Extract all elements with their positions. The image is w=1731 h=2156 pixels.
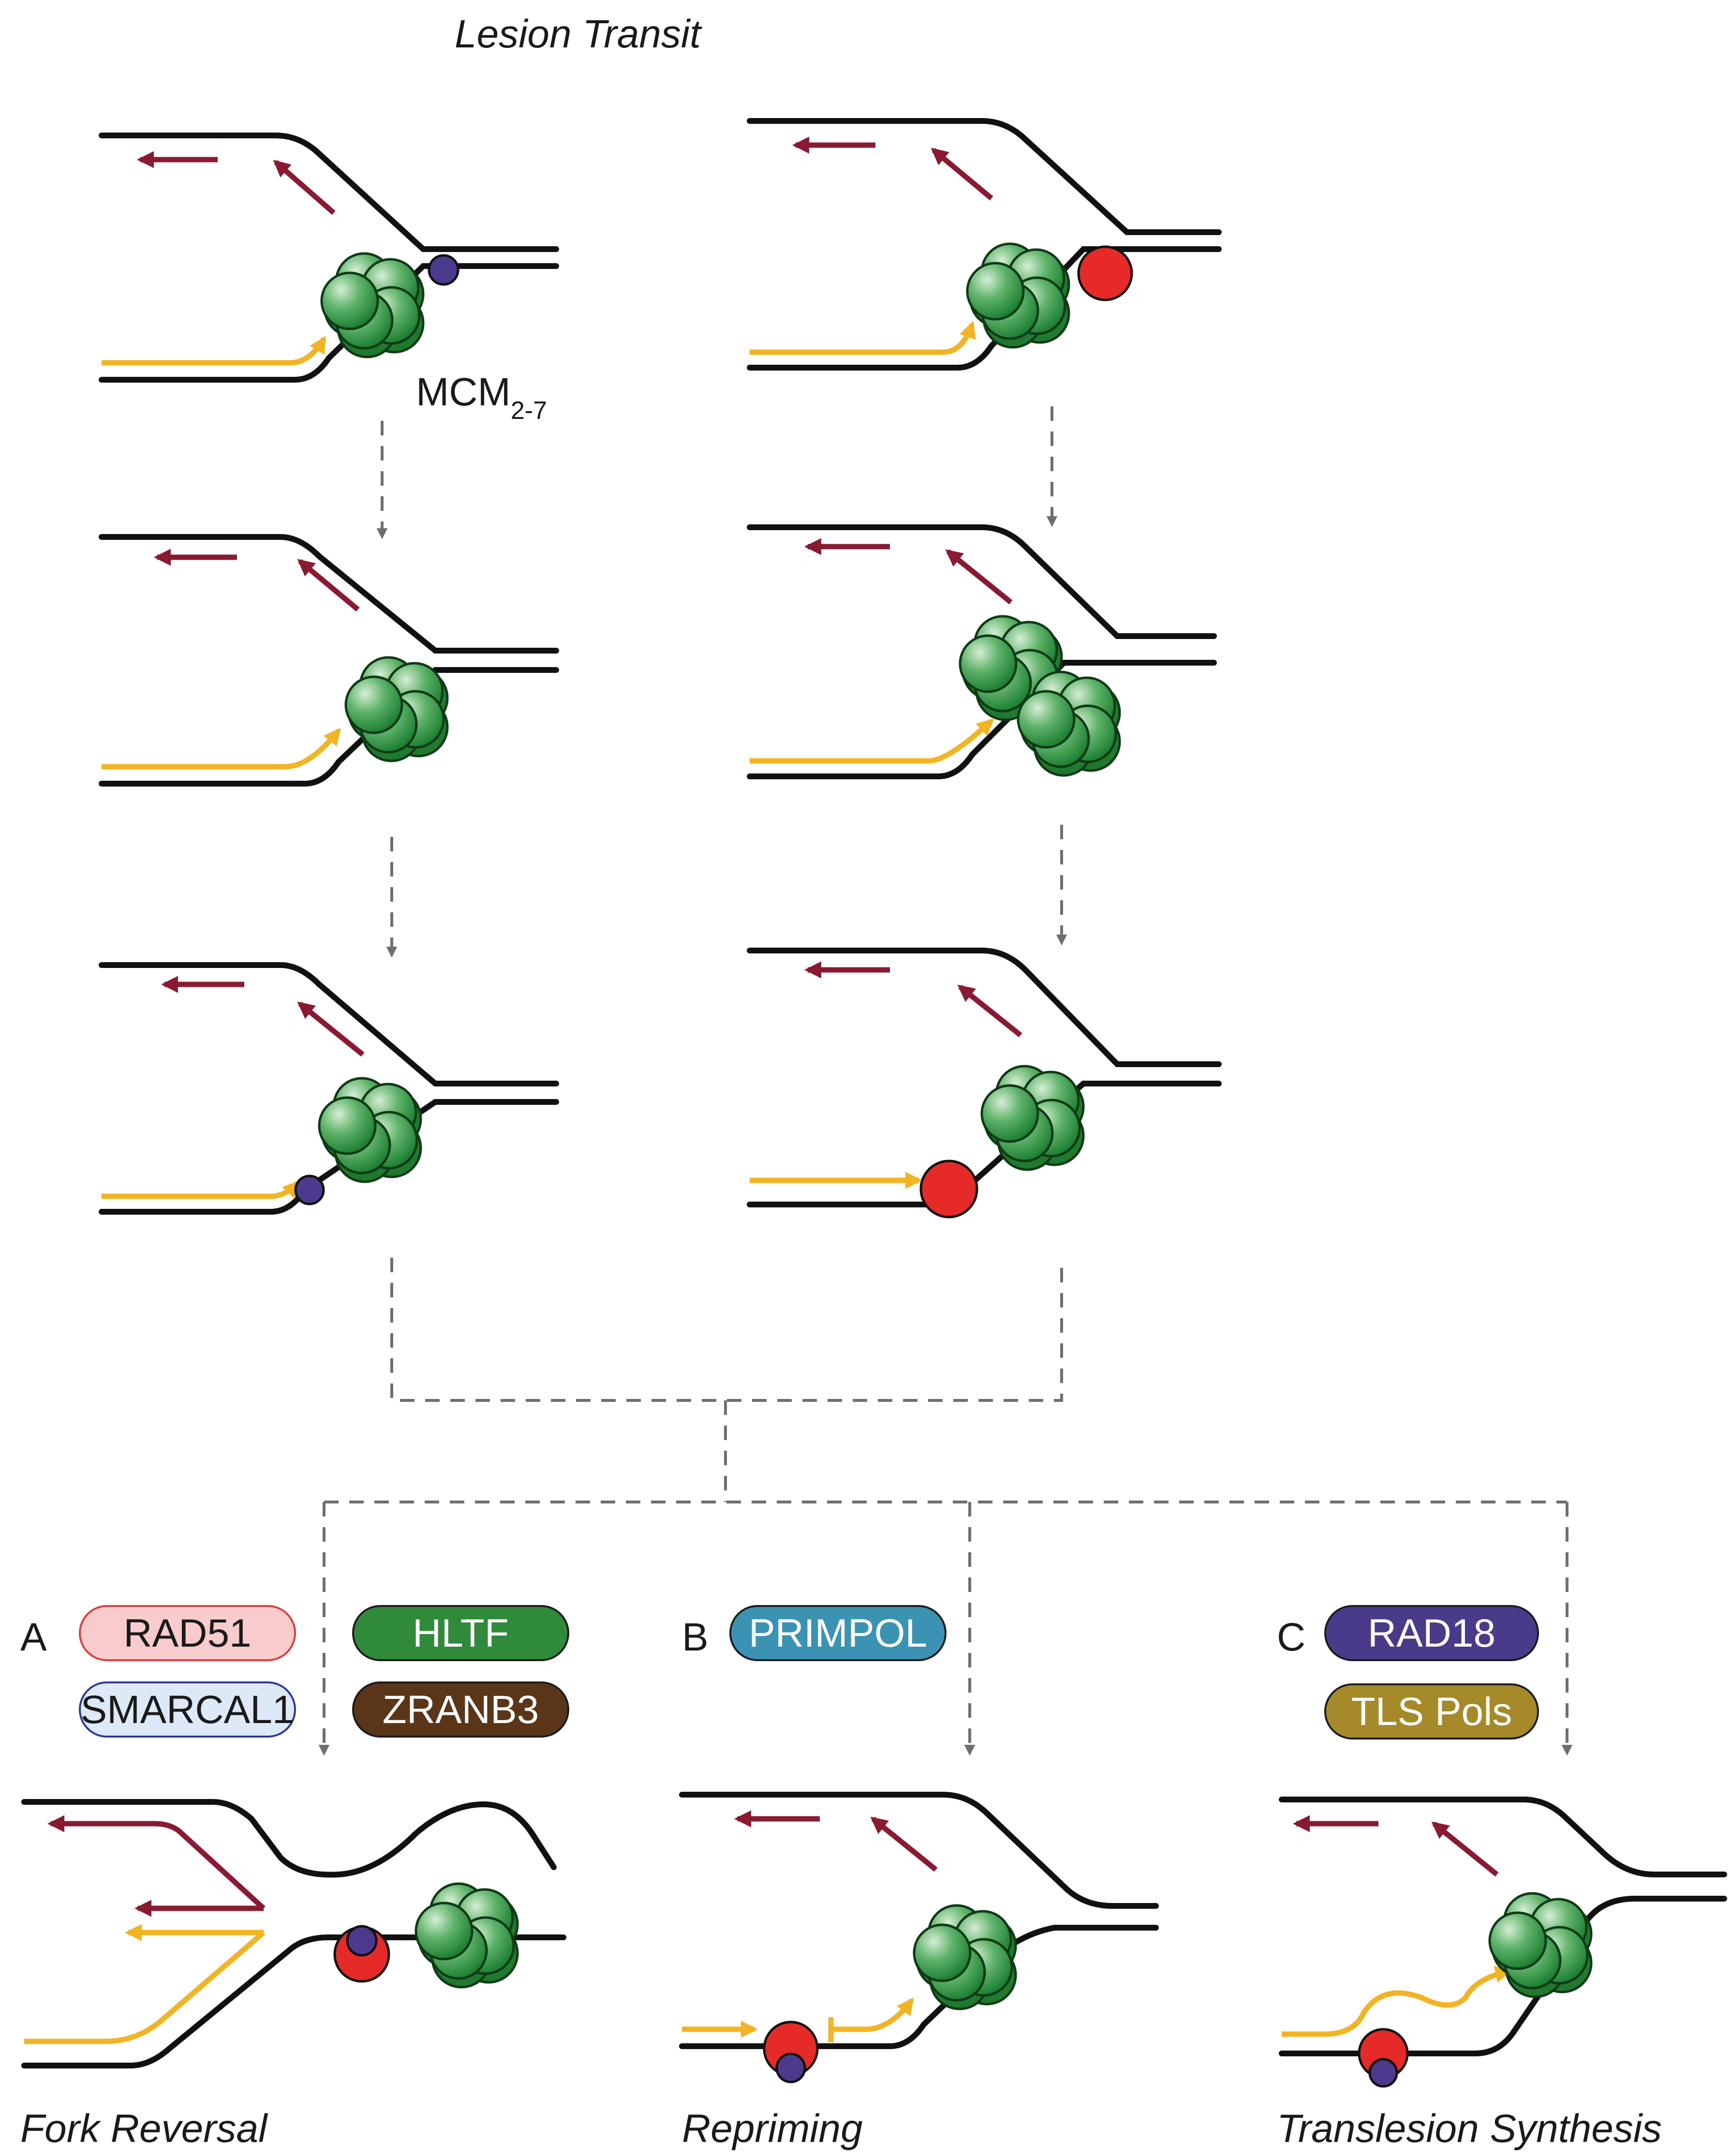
pill-rad18: RAD18	[1324, 1605, 1539, 1661]
translesion-synthesis-diagram	[1279, 1797, 1727, 2088]
fork-bulky-lesion-bypass	[747, 524, 1217, 779]
pill-shape	[79, 1605, 296, 1661]
mcm-helicase	[322, 253, 423, 357]
small-lesion	[1368, 2058, 1398, 2088]
panel-letter-c: C	[1277, 1615, 1305, 1659]
fork-small-lesion-approach: MCM2-7	[99, 133, 559, 425]
caption-fork-reversal: Fork Reversal	[20, 2107, 268, 2151]
fork-reversal-diagram	[21, 1799, 566, 2068]
panel-letter-a: A	[20, 1615, 47, 1659]
pill-rad51: RAD51	[79, 1605, 296, 1661]
fork-small-lesion-behind	[99, 962, 559, 1215]
pill-shape	[352, 1681, 569, 1738]
bulky-lesion	[919, 1160, 978, 1219]
panel-letter-b: B	[682, 1615, 709, 1659]
pill-label: PRIMPOL	[749, 1611, 927, 1655]
small-lesion	[346, 1925, 378, 1957]
mcm-helicase	[346, 657, 447, 761]
repriming-diagram	[679, 1792, 1159, 2083]
complex-label: MCM2-7	[416, 370, 547, 425]
small-lesion	[428, 254, 459, 286]
pill-tls-pols: TLS Pols	[1324, 1683, 1539, 1740]
small-lesion	[294, 1175, 325, 1205]
complex-subscript: 2-7	[511, 397, 547, 425]
bulky-lesion	[1077, 245, 1133, 301]
pill-shape	[352, 1605, 569, 1661]
pill-label: SMARCAL1	[80, 1688, 294, 1732]
pill-label: TLS Pols	[1351, 1690, 1512, 1734]
mcm-helicase	[967, 244, 1069, 347]
small-lesion	[775, 2052, 806, 2083]
fork-small-lesion-bypassed	[99, 534, 559, 787]
mcm-helicase	[416, 1884, 518, 1987]
pill-label: HLTF	[413, 1611, 509, 1655]
pill-hltf: HLTF	[352, 1605, 569, 1661]
fork-bulky-lesion-behind	[747, 948, 1222, 1219]
mcm-helicase	[914, 1905, 1016, 2009]
pill-primpol: PRIMPOL	[729, 1605, 947, 1661]
pill-shape	[1324, 1683, 1539, 1740]
diagram-title: Lesion Transit	[455, 12, 702, 56]
mcm-helicase	[1490, 1893, 1591, 1997]
merge-connector	[390, 1258, 1063, 1402]
pill-label: ZRANB3	[383, 1688, 539, 1732]
fork-bulky-lesion-approach	[747, 118, 1222, 371]
mcm-helicase	[319, 1078, 421, 1182]
pill-label: RAD51	[123, 1611, 251, 1655]
pill-shape	[79, 1681, 296, 1738]
pill-shape	[729, 1605, 947, 1661]
complex-name: MCM	[416, 370, 511, 414]
pill-label: RAD18	[1368, 1611, 1495, 1655]
pill-zranb3: ZRANB3	[352, 1681, 569, 1738]
caption-repriming: Repriming	[682, 2107, 863, 2151]
mcm-helicase	[982, 1066, 1083, 1170]
pill-smarcal1: SMARCAL1	[79, 1681, 296, 1738]
caption-translesion-synthesis: Translesion Synthesis	[1277, 2107, 1662, 2151]
pill-shape	[1324, 1605, 1539, 1661]
